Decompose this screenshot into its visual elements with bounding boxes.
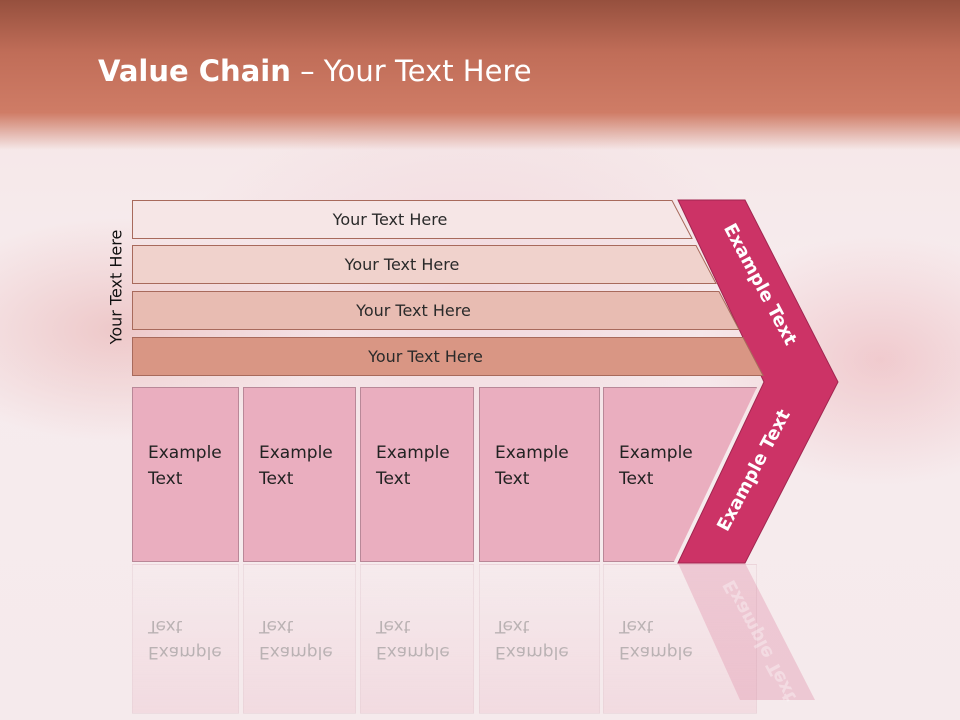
title-bold: Value Chain (98, 54, 291, 88)
bar-text: Your Text Here (356, 300, 471, 320)
cell-line1: Example (148, 443, 222, 463)
reflection-line2: Text (495, 616, 530, 636)
bar-label-3: Your Text Here (132, 291, 739, 329)
bar-text: Your Text Here (344, 254, 460, 274)
title-rest: – Your Text Here (290, 54, 532, 88)
cell-line2: Text (376, 469, 411, 489)
reflection-line1: Example (376, 642, 450, 662)
bar-text: Your Text Here (368, 346, 483, 366)
cell-line1: Example (376, 443, 450, 463)
bar-shape-1 (132, 200, 693, 239)
bar-shape-3 (132, 291, 740, 330)
bar-text: Your Text Here (332, 209, 448, 229)
cell-line2: Text (495, 469, 530, 489)
cell-line2: Text (619, 469, 654, 489)
reflection-line1: Example (495, 642, 569, 662)
bar-label-1: Your Text Here (132, 200, 692, 238)
bar-shape-4 (132, 337, 764, 376)
chevron-shape (677, 199, 839, 564)
reflection-line2: Text (376, 616, 411, 636)
title-band (0, 0, 960, 150)
cell-reflection-2: Example Text (243, 564, 356, 714)
reflection-line2: Text (259, 616, 294, 636)
bar-label-4: Your Text Here (132, 337, 763, 375)
cell-line1: Example (495, 443, 569, 463)
cell-line2: Text (259, 469, 294, 489)
reflection-line1: Example (619, 642, 693, 662)
cell-line1: Example (259, 443, 333, 463)
chevron-reflection (678, 563, 815, 700)
cell-line1: Example (619, 443, 693, 463)
reflection-line2: Text (148, 616, 183, 636)
cell-line2: Text (148, 469, 183, 489)
cell-reflection-3: Example Text (360, 564, 474, 714)
cell-reflection-4: Example Text (479, 564, 600, 714)
bar-shape-2 (132, 245, 717, 284)
reflection-line1: Example (148, 642, 222, 662)
cell-reflection-1: Example Text (132, 564, 239, 714)
bar-label-2: Your Text Here (132, 245, 716, 283)
slide-title: Value Chain – Your Text Here (98, 54, 532, 94)
reflection-line1: Example (259, 642, 333, 662)
